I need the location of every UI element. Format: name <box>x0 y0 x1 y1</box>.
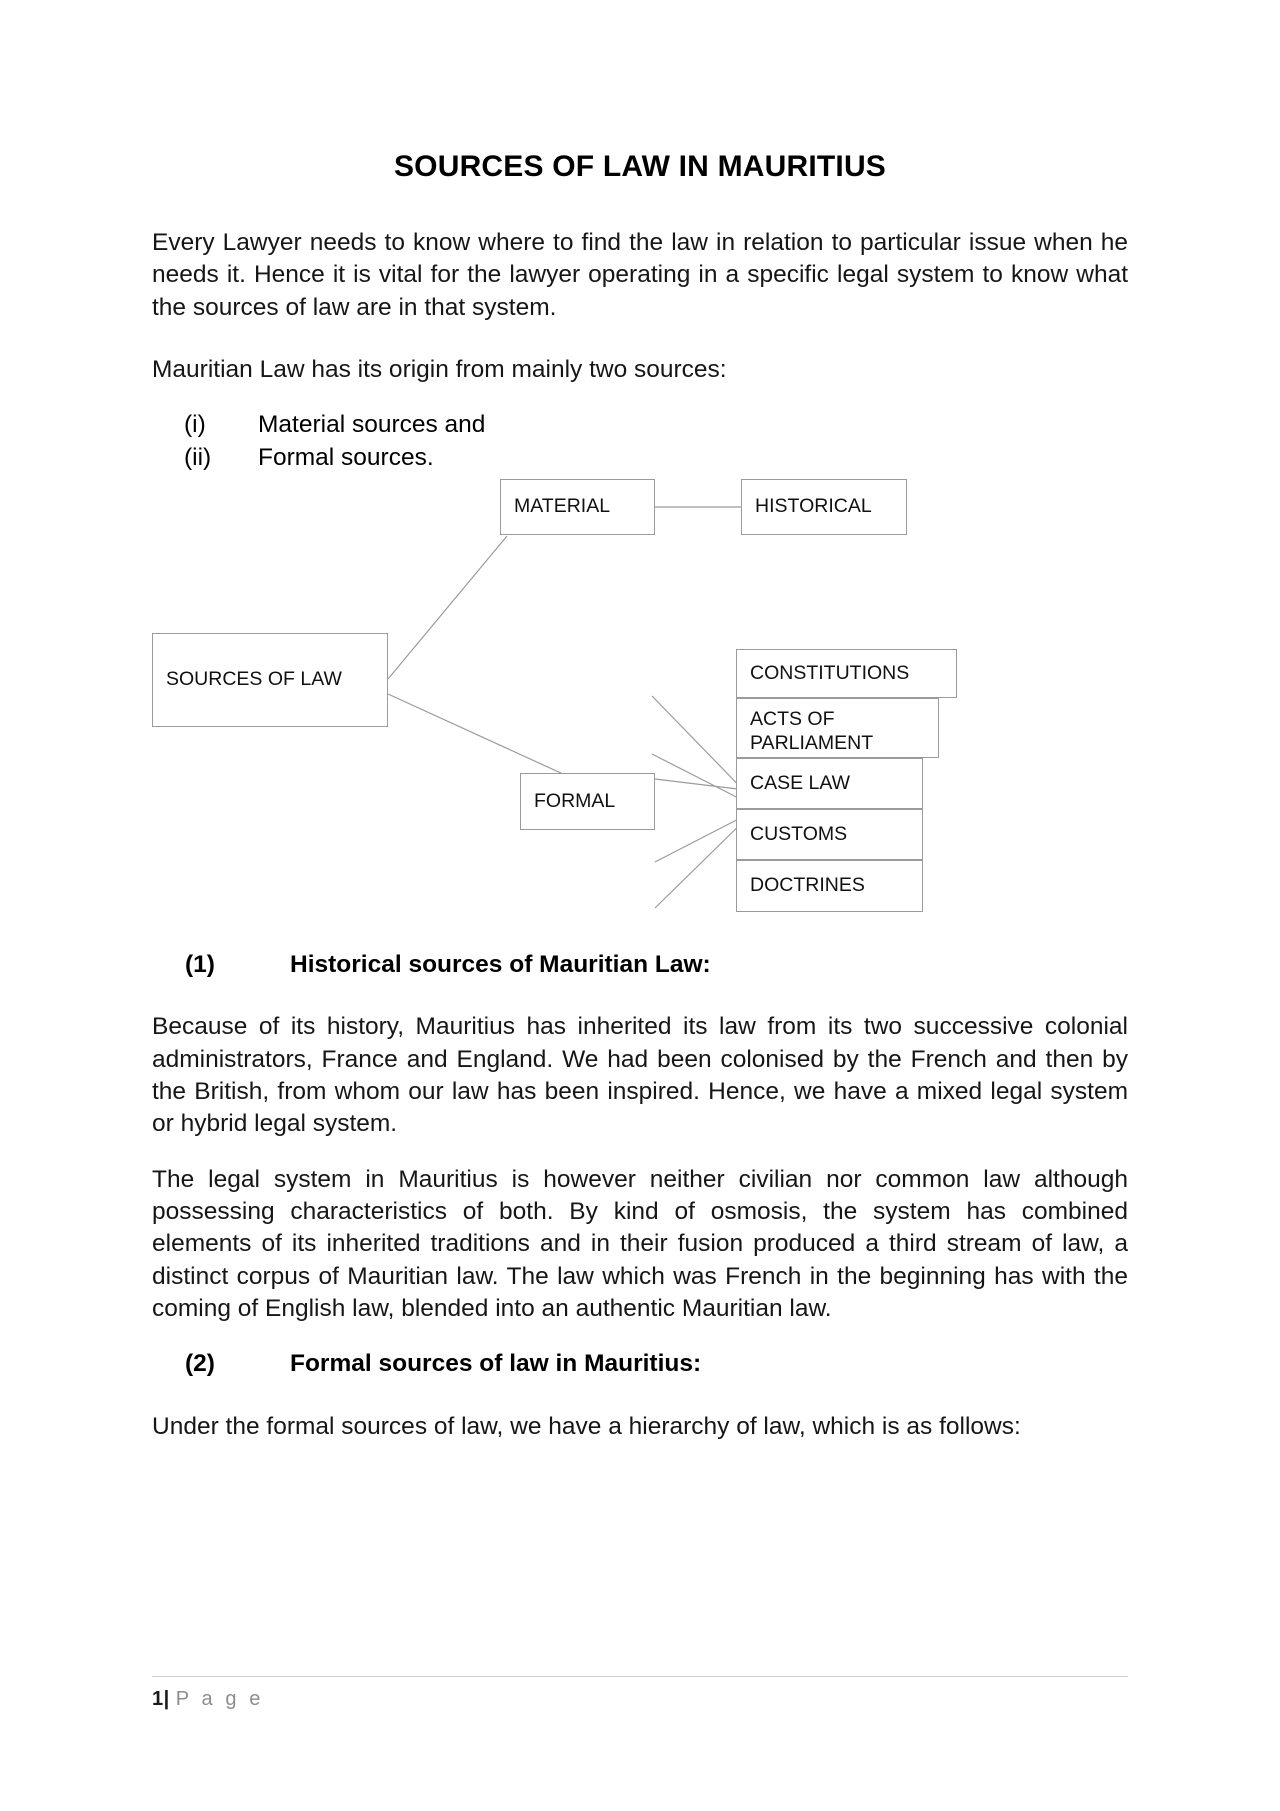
diagram-box-customs: CUSTOMS <box>736 808 923 860</box>
diagram-box-formal-label: FORMAL <box>534 789 616 812</box>
diagram-box-acts-of-parliament-label-line1: ACTS OF <box>750 707 835 730</box>
spacer <box>152 183 1128 227</box>
diagram-box-historical-label: HISTORICAL <box>755 495 872 518</box>
spacer <box>152 386 1128 409</box>
diagram-box-case-law: CASE LAW <box>736 757 923 809</box>
spacer <box>152 1141 1128 1164</box>
diagram-box-case-law-label: CASE LAW <box>750 771 851 794</box>
page-content: SOURCES OF LAW IN MAURITIUS Every Lawyer… <box>152 0 1128 1811</box>
diagram-box-acts-of-parliament: ACTS OF PARLIAMENT <box>736 697 939 758</box>
list-item-label: Formal sources. <box>258 443 434 471</box>
section-1-paragraph-1: Because of its history, Mauritius has in… <box>152 1013 1128 1138</box>
page-title: SOURCES OF LAW IN MAURITIUS <box>393 150 887 183</box>
spacer <box>152 1325 1128 1348</box>
spacer <box>152 1381 1128 1411</box>
section-number-2: (2) <box>185 1350 215 1378</box>
diagram-box-constitutions-label: CONSTITUTIONS <box>750 661 910 684</box>
origin-list: (i) Material sources and (ii) Formal sou… <box>152 409 1128 474</box>
diagram-box-material-label: MATERIAL <box>514 495 611 518</box>
footer-separator: | <box>163 1688 170 1710</box>
section-heading-2: (2) Formal sources of law in Mauritius: <box>152 1348 1128 1380</box>
diagram-box-doctrines: DOCTRINES <box>736 859 923 912</box>
section-heading-1: (1) Historical sources of Mauritian Law: <box>152 949 1128 981</box>
origin-paragraph: Mauritian Law has its origin from mainly… <box>152 355 727 383</box>
spacer <box>152 324 1128 354</box>
diagram-box-acts-of-parliament-label-line2: PARLIAMENT <box>750 731 874 754</box>
section-1-paragraph-2: The legal system in Mauritius is however… <box>152 1165 1128 1322</box>
section-title-2: Formal sources of law in Mauritius: <box>290 1350 702 1378</box>
spacer <box>152 981 1128 1011</box>
diagram-box-constitutions: CONSTITUTIONS <box>736 648 957 698</box>
footer-page-word: P a g e <box>175 1688 265 1710</box>
list-item: (ii) Formal sources. <box>152 442 1128 474</box>
section-number-1: (1) <box>185 950 215 978</box>
list-item: (i) Material sources and <box>152 409 1128 441</box>
diagram-box-material: MATERIAL <box>500 478 655 535</box>
footer-divider <box>152 1676 1128 1677</box>
sources-of-law-diagram: MATERIAL HISTORICAL SOURCES OF LAW FORMA… <box>152 474 1128 949</box>
diagram-box-sources-of-law: SOURCES OF LAW <box>152 632 388 727</box>
list-item-marker: (ii) <box>184 443 212 471</box>
page-footer: 1| P a g e <box>152 1676 1128 1711</box>
section-title-1: Historical sources of Mauritian Law: <box>290 950 711 978</box>
diagram-box-historical: HISTORICAL <box>741 478 907 535</box>
list-item-label: Material sources and <box>258 411 486 439</box>
diagram-box-customs-label: CUSTOMS <box>750 822 848 845</box>
list-item-marker: (i) <box>184 411 206 439</box>
intro-paragraph: Every Lawyer needs to know where to find… <box>152 229 1128 321</box>
section-2-paragraph-1: Under the formal sources of law, we have… <box>152 1412 1021 1440</box>
diagram-box-sources-of-law-label: SOURCES OF LAW <box>166 668 342 691</box>
footer-page-number: 1 <box>152 1688 164 1710</box>
footer-page-label: 1| P a g e <box>152 1688 1128 1711</box>
diagram-box-doctrines-label: DOCTRINES <box>750 874 865 897</box>
diagram-box-formal: FORMAL <box>520 772 655 830</box>
